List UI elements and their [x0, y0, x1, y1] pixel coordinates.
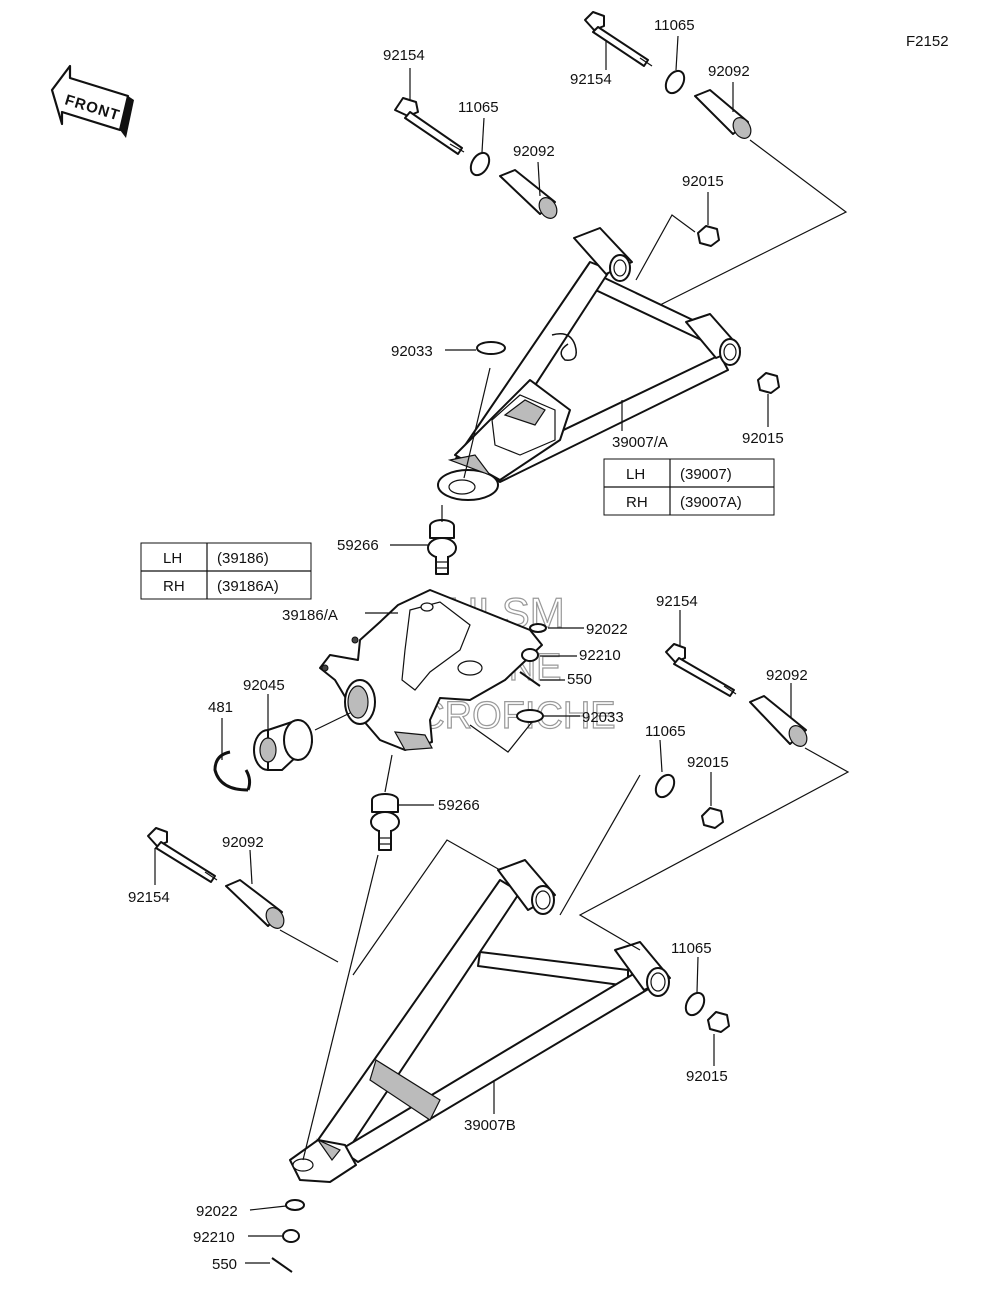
label-92154-upper-1: 92154 [383, 47, 425, 64]
label-92045: 92045 [243, 677, 285, 694]
upper-nut-2 [757, 372, 780, 394]
label-92015-upper-2: 92015 [742, 430, 784, 447]
label-39186a: 39186/A [282, 607, 338, 624]
lower-cotter-pin [271, 1257, 293, 1273]
label-92033-upper: 92033 [391, 343, 433, 360]
label-92210-knuckle: 92210 [579, 647, 621, 664]
arm-side-table: LH (39007) RH (39007A) [603, 458, 775, 516]
label-550-knuckle: 550 [567, 671, 592, 688]
label-92154-lower-1: 92154 [128, 889, 170, 906]
label-39007b: 39007B [464, 1117, 516, 1134]
lower-bolt-2 [665, 643, 737, 697]
knuckle-table-part-rh: (39186A) [217, 578, 279, 595]
lower-castle-nut [282, 1229, 300, 1243]
knuckle-table-side-lh: LH [163, 550, 182, 567]
label-92092-lower-2: 92092 [766, 667, 808, 684]
lower-bushing-1 [225, 879, 285, 929]
part-labels: 92154 11065 92092 92154 11065 92092 9201… [128, 17, 808, 1273]
label-92015-lower-1: 92015 [687, 754, 729, 771]
label-92092-lower-1: 92092 [222, 834, 264, 851]
upper-bolt-1 [394, 97, 465, 155]
arm-table-side-lh: LH [626, 466, 645, 483]
figure-id: F2152 [906, 33, 949, 50]
label-92092-upper-2: 92092 [708, 63, 750, 80]
lower-bushing-2 [749, 695, 808, 747]
upper-washer-2 [664, 69, 686, 95]
arm-table-side-rh: RH [626, 494, 648, 511]
label-92210-lower: 92210 [193, 1229, 235, 1246]
upper-bushing-2 [694, 89, 752, 139]
upper-washer-1 [469, 151, 491, 177]
upper-leaders [409, 35, 848, 479]
knuckle-washer [529, 623, 547, 633]
label-92033-knuckle: 92033 [582, 709, 624, 726]
label-11065-lower-2: 11065 [671, 940, 712, 957]
label-550-lower: 550 [212, 1256, 237, 1273]
upper-ball-joint [427, 519, 457, 575]
lower-nut-2 [707, 1011, 730, 1033]
label-59266-lower: 59266 [438, 797, 480, 814]
label-92154-lower-2: 92154 [656, 593, 698, 610]
label-59266-upper: 59266 [337, 537, 379, 554]
label-39007a: 39007/A [612, 434, 668, 451]
upper-bolt-2 [584, 11, 653, 67]
label-92022-knuckle: 92022 [586, 621, 628, 638]
circlip [213, 750, 252, 792]
upper-bushing-1 [499, 169, 558, 219]
label-11065-upper-2: 11065 [654, 17, 695, 34]
lower-washer-3 [285, 1199, 305, 1211]
upper-nut-1 [697, 225, 720, 247]
upper-snap-ring [476, 341, 506, 355]
front-arrow-icon: FRONT [50, 64, 134, 138]
label-92022-lower: 92022 [196, 1203, 238, 1220]
knuckle-leaders [221, 505, 584, 806]
lower-nut-1 [701, 807, 724, 829]
lower-leaders [154, 610, 850, 1264]
lower-bolt-1 [147, 827, 218, 883]
knuckle-castle-nut [521, 648, 539, 662]
label-481: 481 [208, 699, 233, 716]
lower-ball-joint [370, 793, 400, 851]
knuckle-side-table: LH (39186) RH (39186A) [140, 542, 312, 600]
lower-a-arm [289, 859, 671, 1183]
knuckle-cotter-pin [519, 671, 541, 687]
lower-washer-2 [684, 991, 706, 1017]
steering-knuckle [319, 589, 543, 751]
lower-washer-1 [654, 773, 676, 799]
knuckle-table-side-rh: RH [163, 578, 185, 595]
label-11065-lower-1: 11065 [645, 723, 686, 740]
label-92015-lower-2: 92015 [686, 1068, 728, 1085]
label-92092-upper-1: 92092 [513, 143, 555, 160]
knuckle-table-part-lh: (39186) [217, 550, 269, 567]
arm-table-part-rh: (39007A) [680, 494, 742, 511]
knuckle-snap-ring [516, 709, 544, 723]
arm-table-part-lh: (39007) [680, 466, 732, 483]
label-92154-upper-2: 92154 [570, 71, 612, 88]
upper-a-arm [437, 227, 741, 501]
label-92015-upper-1: 92015 [682, 173, 724, 190]
wheel-bearing [253, 719, 313, 771]
label-11065-upper-1: 11065 [458, 99, 499, 116]
